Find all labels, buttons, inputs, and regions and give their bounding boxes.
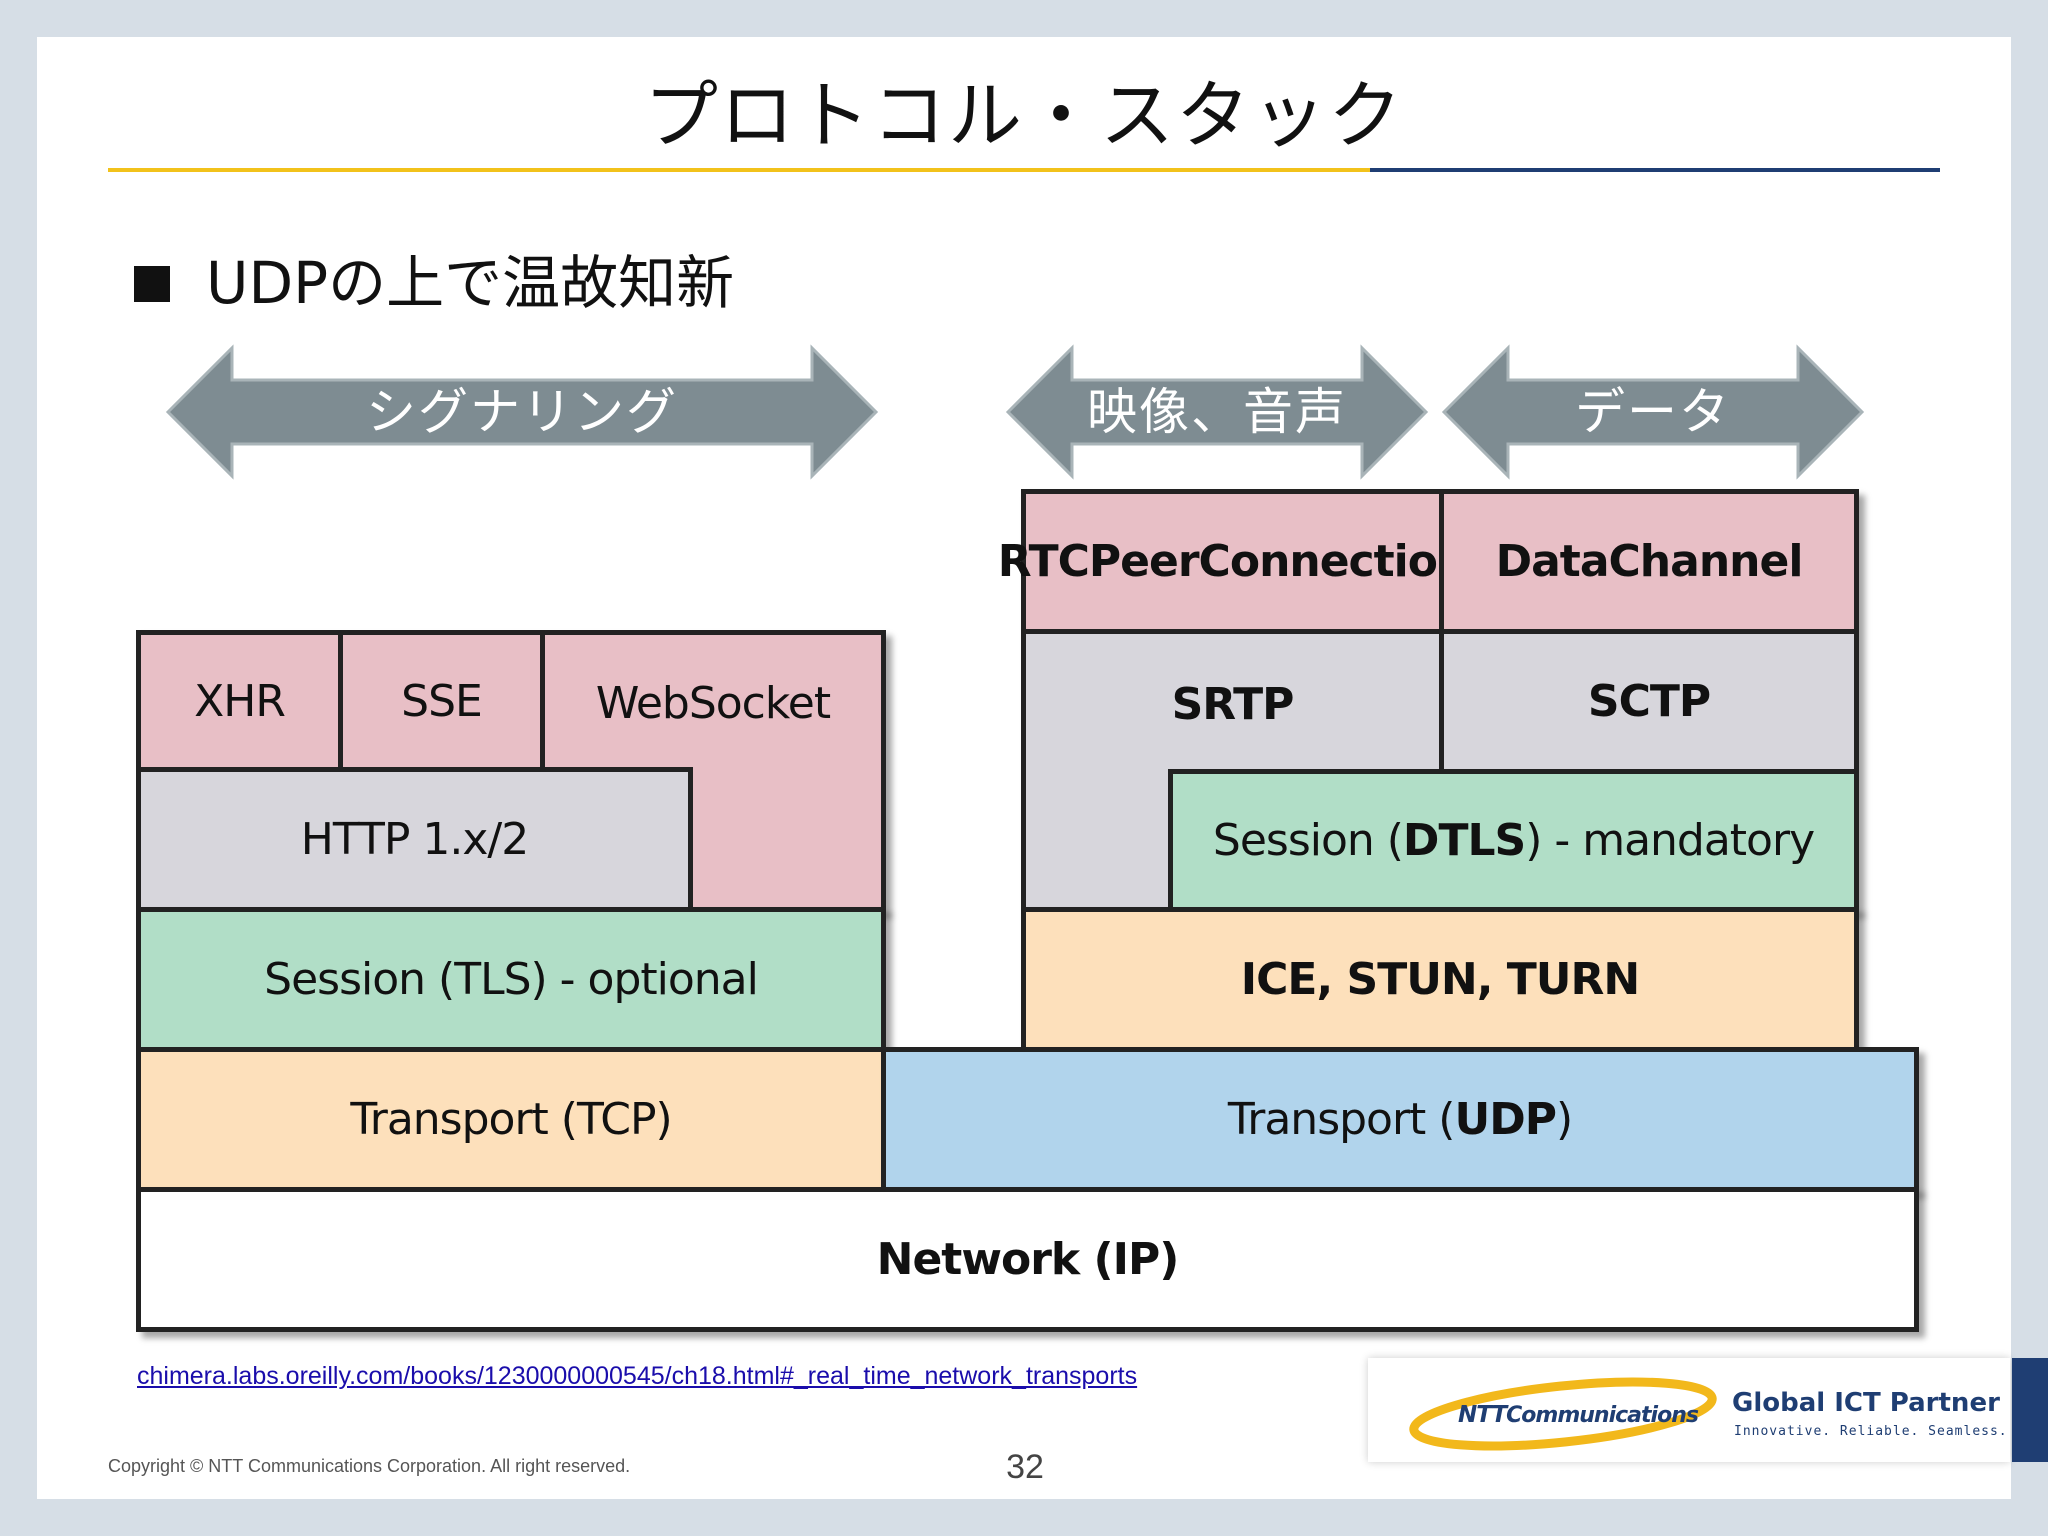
title-rule-yellow	[108, 168, 1370, 172]
layer-transport-udp-pre: Transport (	[1227, 1094, 1456, 1145]
company-logo: NTTCommunications Global ICT Partner Inn…	[1368, 1358, 2010, 1462]
layer-session-tls-label: Session (TLS) - optional	[264, 954, 759, 1005]
layer-datachannel-label: DataChannel	[1495, 536, 1804, 587]
arrow-media-icon	[1005, 344, 1429, 480]
layer-transport-udp: Transport (UDP)	[881, 1047, 1919, 1192]
layer-transport-tcp: Transport (TCP)	[136, 1047, 886, 1192]
logo-tagline-sub: Innovative. Reliable. Seamless.	[1734, 1424, 2008, 1439]
logo-accent-tab	[2012, 1358, 2048, 1462]
layer-transport-udp-bold: UDP	[1454, 1094, 1556, 1145]
layer-sse-label: SSE	[401, 675, 483, 727]
layer-sctp-label: SCTP	[1587, 676, 1711, 727]
title-rule-navy	[1370, 168, 1940, 172]
layer-websocket-label: WebSocket	[595, 678, 831, 729]
layer-network-ip: Network (IP)	[136, 1187, 1919, 1332]
layer-sse: SSE	[338, 630, 545, 772]
layer-rtcpeerconnection: RTCPeerConnection	[998, 489, 1468, 634]
layer-sctp: SCTP	[1439, 629, 1859, 774]
logo-company-rest: Communications	[1506, 1403, 1699, 1428]
layer-session-dtls: Session (DTLS) - mandatory	[1168, 769, 1859, 912]
page-number: 32	[1006, 1448, 1044, 1486]
layer-http: HTTP 1.x/2	[136, 767, 693, 912]
arrow-label-media: 映像、音声	[1087, 383, 1347, 441]
bullet-text: UDPの上で温故知新	[206, 249, 735, 317]
layer-session-tls: Session (TLS) - optional	[136, 907, 886, 1052]
layer-session-dtls-post: ) - mandatory	[1525, 815, 1815, 866]
logo-company-name: NTTCommunications	[1458, 1398, 1699, 1429]
layer-session-dtls-bold: DTLS	[1402, 815, 1526, 866]
layer-xhr: XHR	[136, 630, 343, 772]
source-link[interactable]: chimera.labs.oreilly.com/books/123000000…	[137, 1362, 1138, 1390]
layer-network-label: Network (IP)	[876, 1234, 1180, 1285]
layer-srtp: SRTP	[1021, 629, 1444, 774]
logo-tagline-main: Global ICT Partner	[1732, 1388, 2000, 1418]
layer-ice-label: ICE, STUN, TURN	[1240, 954, 1640, 1005]
layer-websocket: WebSocket	[540, 630, 886, 772]
layer-http-label: HTTP 1.x/2	[300, 814, 529, 865]
page-title: プロトコル・スタック	[644, 73, 1404, 159]
arrow-label-data: データ	[1575, 383, 1731, 441]
layer-transport-tcp-label: Transport (TCP)	[350, 1094, 672, 1145]
layer-datachannel: DataChannel	[1439, 489, 1859, 634]
ntt-swoosh-icon	[1409, 1377, 1717, 1451]
copyright-text: Copyright © NTT Communications Corporati…	[108, 1456, 631, 1476]
layer-xhr-label: XHR	[194, 675, 286, 727]
arrow-data-icon	[1441, 344, 1865, 480]
bullet-square-icon	[134, 266, 170, 302]
arrow-signaling-icon	[165, 344, 879, 480]
layer-srtp-label: SRTP	[1171, 678, 1295, 730]
layer-session-dtls-pre: Session (	[1212, 815, 1404, 866]
layer-transport-udp-post: )	[1555, 1094, 1573, 1145]
logo-company-bold: NTT	[1458, 1402, 1507, 1428]
arrow-label-signaling: シグナリング	[366, 383, 678, 441]
layer-rtcpeerconnection-label: RTCPeerConnection	[997, 536, 1469, 587]
layer-ice-stun-turn: ICE, STUN, TURN	[1021, 907, 1859, 1052]
